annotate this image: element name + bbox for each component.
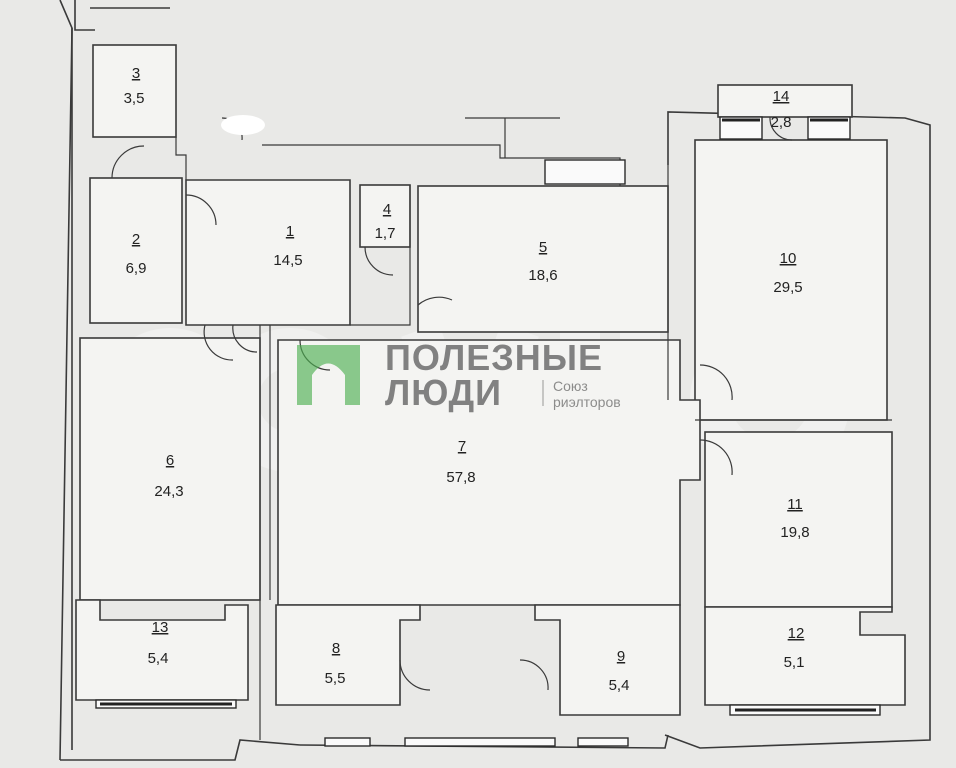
room-6-number: 6 xyxy=(166,452,174,469)
room-9-outline xyxy=(534,604,681,716)
room-2-number: 2 xyxy=(132,231,140,248)
room-4-number: 4 xyxy=(383,201,391,218)
room-11-number: 11 xyxy=(787,496,803,513)
room-11-area: 19,8 xyxy=(780,524,809,541)
watermark-sub2: риэлторов xyxy=(553,394,621,410)
room-12-area: 5,1 xyxy=(784,654,805,671)
room-12-outline xyxy=(704,606,906,706)
room-6-outline xyxy=(79,337,261,601)
room-2-area: 6,9 xyxy=(126,260,147,277)
room-13-area: 5,4 xyxy=(148,650,169,667)
room-7-area: 57,8 xyxy=(446,469,475,486)
room-14-number: 14 xyxy=(773,88,790,105)
room-14-outline xyxy=(717,84,853,118)
watermark-sub1: Союз xyxy=(553,378,588,394)
interior-walls xyxy=(175,117,892,740)
room-labels: 3 3,5 2 6,9 1 14,5 4 1,7 5 18,6 14 2,8 1… xyxy=(124,65,810,694)
room-1-area: 14,5 xyxy=(273,252,302,269)
house-logo-icon xyxy=(297,345,360,405)
watermark-line2: ЛЮДИ xyxy=(385,372,502,413)
room-3-number: 3 xyxy=(132,65,140,82)
room-5-outline xyxy=(417,185,669,333)
room-10-area: 29,5 xyxy=(773,279,802,296)
room-11-outline xyxy=(704,431,893,608)
room-9-area: 5,4 xyxy=(609,677,630,694)
windows xyxy=(95,116,881,747)
room-8-outline xyxy=(275,604,421,706)
room-8-area: 5,5 xyxy=(325,670,346,687)
room-2-outline xyxy=(89,177,183,324)
room-3-outline xyxy=(92,44,177,138)
room-3-area: 3,5 xyxy=(124,90,145,107)
room-12-number: 12 xyxy=(788,625,805,642)
room-5-area: 18,6 xyxy=(528,267,557,284)
room-1-number: 1 xyxy=(286,223,294,240)
doors xyxy=(111,116,793,691)
room-7-number: 7 xyxy=(458,438,466,455)
room-13-number: 13 xyxy=(152,619,169,636)
company-watermark: ПОЛЕЗНЫЕ ЛЮДИ Союз риэлторов xyxy=(297,337,621,413)
room-6-area: 24,3 xyxy=(154,483,183,500)
room-10-number: 10 xyxy=(780,250,797,267)
room-14-area: 2,8 xyxy=(771,114,792,131)
entrance-marker xyxy=(221,115,265,135)
room-10-outline xyxy=(694,139,888,421)
room-8-number: 8 xyxy=(332,640,340,657)
room-4-area: 1,7 xyxy=(375,225,396,242)
room-5-number: 5 xyxy=(539,239,547,256)
watermark-line1: ПОЛЕЗНЫЕ xyxy=(385,337,603,378)
room-1-outline xyxy=(185,179,351,326)
room-9-number: 9 xyxy=(617,648,625,665)
